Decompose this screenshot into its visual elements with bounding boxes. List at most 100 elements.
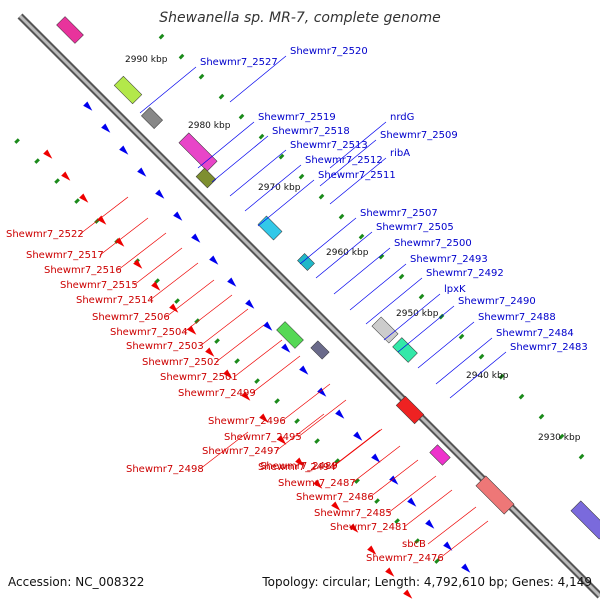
minus-gene-label[interactable]: Shewmr7_2503	[126, 341, 204, 352]
minus-arrow	[367, 545, 377, 555]
tick-dot	[354, 478, 360, 484]
plus-leader-line	[319, 139, 377, 187]
minus-gene-label[interactable]: Shewmr7_2476	[366, 553, 444, 564]
map-title: Shewanella sp. MR-7, complete genome	[159, 10, 440, 26]
minus-gene-label[interactable]: Shewmr7_2487	[278, 478, 356, 489]
plus-gene-label[interactable]: Shewmr7_2490	[458, 296, 536, 307]
plus-leader-line	[299, 217, 357, 265]
minus-gene-label[interactable]: Shewmr7_2499	[178, 388, 256, 399]
plus-gene-label[interactable]: Shewmr7_2507	[360, 208, 438, 219]
plus-arrow	[407, 497, 417, 507]
minus-gene-label[interactable]: Shewmr7_2516	[44, 265, 122, 276]
minus-leader-line	[183, 294, 233, 333]
plus-strand-labels: Shewmr7_2520Shewmr7_2527Shewmr7_2519Shew…	[139, 46, 588, 399]
minus-gene-label[interactable]: Shewmr7_2522	[6, 229, 84, 240]
gene-block	[297, 253, 315, 271]
minus-gene-label[interactable]: Shewmr7_2497	[202, 446, 280, 457]
plus-gene-label[interactable]: Shewmr7_2483	[510, 342, 588, 353]
kbp-label: 2960 kbp	[326, 248, 369, 258]
minus-arrow	[223, 369, 233, 379]
plus-gene-label[interactable]: Shewmr7_2512	[305, 155, 383, 166]
minus-gene-label[interactable]: Shewmr7_2498	[126, 464, 204, 475]
tick-dot	[498, 373, 505, 380]
minus-arrow	[331, 501, 341, 511]
minus-gene-label[interactable]: Shewmr7_2481	[330, 522, 408, 533]
minus-gene-label[interactable]: Shewmr7_2496	[208, 416, 286, 427]
tick-dot	[198, 73, 205, 80]
kbp-label: 2980 kbp	[188, 121, 231, 131]
plus-gene-label[interactable]: Shewmr7_2500	[394, 238, 472, 249]
kbp-label: 2970 kbp	[258, 183, 301, 193]
minus-gene-label[interactable]: Shewmr7_2486	[296, 492, 374, 503]
tick-dot	[398, 273, 405, 280]
gene-features	[43, 16, 600, 599]
minus-arrow	[295, 457, 305, 467]
minus-gene-label[interactable]: Shewmr7_2504	[110, 327, 188, 338]
minus-gene-label[interactable]: Shewmr7_2489	[260, 461, 338, 472]
tick-dot	[194, 318, 200, 324]
minus-leader-line	[79, 196, 129, 235]
plus-arrow	[281, 343, 291, 353]
tick-dot	[318, 193, 325, 200]
plus-arrow	[317, 387, 327, 397]
plus-gene-label[interactable]: Shewmr7_2511	[318, 170, 396, 181]
plus-gene-label[interactable]: Shewmr7_2488	[478, 312, 556, 323]
gene-block	[310, 340, 330, 360]
minus-gene-label[interactable]: Shewmr7_2506	[92, 312, 170, 323]
plus-leader-line	[329, 121, 387, 169]
plus-gene-label[interactable]: Shewmr7_2493	[410, 254, 488, 265]
plus-gene-label[interactable]: Shewmr7_2527	[200, 57, 278, 68]
plus-arrow	[83, 101, 93, 111]
gene-block	[429, 444, 451, 466]
tick-dot	[434, 558, 440, 564]
gene-block	[475, 475, 515, 515]
plus-gene-label[interactable]: Shewmr7_2509	[380, 130, 458, 141]
minus-leader-line	[165, 279, 215, 318]
plus-arrow	[425, 519, 435, 529]
plus-arrow	[389, 475, 399, 485]
summary-text: Topology: circular; Length: 4,792,610 bp…	[261, 575, 592, 589]
minus-gene-label[interactable]: Shewmr7_2517	[26, 250, 104, 261]
gene-block	[195, 167, 217, 189]
plus-arrow	[461, 563, 471, 573]
kbp-label: 2950 kbp	[396, 309, 439, 319]
tick-dot	[238, 113, 245, 120]
minus-gene-label[interactable]: Shewmr7_2494	[258, 462, 336, 473]
plus-gene-label[interactable]: Shewmr7_2519	[258, 112, 336, 123]
gene-block	[570, 500, 600, 540]
plus-gene-label[interactable]: Shewmr7_2484	[496, 328, 574, 339]
minus-gene-label[interactable]: sbcB	[402, 539, 426, 550]
plus-arrow	[371, 453, 381, 463]
minus-gene-label[interactable]: Shewmr7_2514	[76, 295, 154, 306]
tick-dot	[234, 358, 240, 364]
tick-dot	[158, 33, 165, 40]
minus-gene-label[interactable]: Shewmr7_2485	[314, 508, 392, 519]
plus-gene-label[interactable]: Shewmr7_2513	[290, 140, 368, 151]
gene-block	[371, 316, 399, 344]
plus-leader-line	[211, 135, 269, 183]
tick-dot	[34, 158, 40, 164]
plus-arrow	[245, 299, 255, 309]
plus-gene-label[interactable]: Shewmr7_2492	[426, 268, 504, 279]
minus-arrow	[403, 589, 413, 599]
minus-gene-label[interactable]: Shewmr7_2515	[60, 280, 138, 291]
minus-arrow	[79, 193, 89, 203]
plus-gene-label[interactable]: lpxK	[444, 284, 466, 295]
plus-gene-label[interactable]: Shewmr7_2518	[272, 126, 350, 137]
accession-text: Accession: NC_008322	[8, 575, 144, 589]
minus-leader-line	[275, 413, 325, 452]
tick-dot	[334, 458, 340, 464]
plus-gene-label[interactable]: ribA	[390, 148, 410, 159]
plus-arrow	[155, 189, 165, 199]
plus-gene-label[interactable]: Shewmr7_2520	[290, 46, 368, 57]
minus-gene-label[interactable]: Shewmr7_2502	[142, 357, 220, 368]
plus-gene-label[interactable]: Shewmr7_2505	[376, 222, 454, 233]
minus-leader-line	[427, 506, 477, 545]
minus-gene-label[interactable]: Shewmr7_2495	[224, 432, 302, 443]
minus-leader-line	[251, 355, 301, 394]
minus-strand-labels: Shewmr7_2522Shewmr7_2517Shewmr7_2516Shew…	[6, 196, 489, 564]
plus-arrow	[335, 409, 345, 419]
plus-gene-label[interactable]: nrdG	[390, 112, 414, 123]
tick-dot	[378, 253, 385, 260]
minus-gene-label[interactable]: Shewmr7_2501	[160, 372, 238, 383]
